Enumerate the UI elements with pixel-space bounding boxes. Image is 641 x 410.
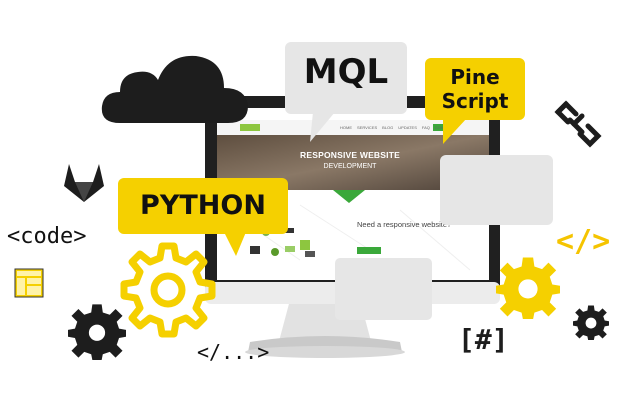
gear-small-icon <box>573 305 609 340</box>
code-tag-text: <code> <box>7 224 87 249</box>
screen-cta-button <box>357 247 381 254</box>
pine-script-label: Pine Script <box>425 65 525 113</box>
gear-dark-icon <box>68 304 126 360</box>
gear-icon <box>120 242 216 338</box>
python-bubble <box>118 178 288 256</box>
screen-hero-title: RESPONSIVE WEBSITE <box>300 150 400 160</box>
pine-label-line2: Script <box>441 89 509 113</box>
close-tag-text: </> <box>556 224 611 259</box>
mql-label: MQL <box>303 52 389 92</box>
mql-bubble <box>285 42 407 142</box>
link-icon <box>554 100 602 148</box>
pine-label-line1: Pine <box>450 65 500 89</box>
gear-yellow-icon <box>496 257 560 319</box>
screen-nav-item: BLOG <box>382 125 394 130</box>
screen-logo <box>240 124 260 131</box>
screen-nav-item: HOME <box>340 125 352 130</box>
screen-cta-text: Need a responsive website? <box>357 220 452 229</box>
empty-bubble-bottom <box>335 258 432 320</box>
layout-icon <box>14 268 44 298</box>
screen-nav-item: SERVICES <box>357 125 378 130</box>
ellipsis-tag-text: </...> <box>197 340 270 364</box>
screen-hero-subtitle: DEVELOPMENT <box>323 163 377 170</box>
empty-bubble-right <box>440 155 553 225</box>
pine-script-bubble <box>425 58 525 144</box>
gitlab-icon <box>64 164 104 202</box>
python-label: PYTHON <box>140 190 266 221</box>
hash-tag-text: [#] <box>458 323 509 356</box>
cloud-icon <box>101 55 249 123</box>
screen-nav-item: FAQ <box>421 125 430 130</box>
screen-nav-item: UPDATES <box>398 125 417 130</box>
